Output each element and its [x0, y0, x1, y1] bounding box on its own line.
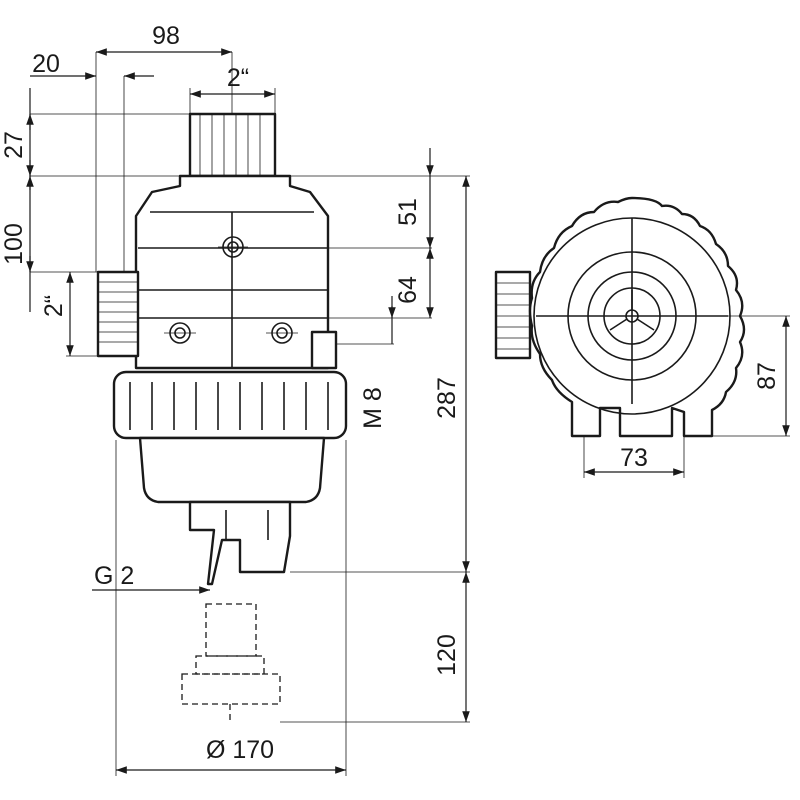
- drain-outlet: [188, 500, 292, 586]
- dim-64: 64: [394, 276, 422, 304]
- side-dimension-lines: [583, 315, 790, 478]
- dim-287: 287: [433, 377, 461, 419]
- dim-51: 51: [394, 198, 422, 226]
- m8-boss: [310, 330, 338, 370]
- dim-2-inch-top: 2“: [227, 64, 249, 92]
- optional-drain-valve: [181, 603, 281, 724]
- side-housing: [528, 196, 746, 438]
- mounting-screw: [218, 236, 248, 258]
- mounting-screw: [266, 322, 298, 344]
- mounting-screw: [164, 322, 196, 344]
- dim-73: 73: [620, 444, 648, 472]
- dim-98: 98: [152, 22, 180, 50]
- clamp-ring: [112, 370, 348, 440]
- dim-diameter-170: Ø 170: [206, 736, 274, 764]
- dim-100: 100: [0, 223, 28, 265]
- top-thread: [188, 112, 277, 178]
- dim-20: 20: [32, 50, 60, 78]
- top-thread-lines: [199, 114, 261, 176]
- dim-m8: M 8: [359, 387, 387, 429]
- dim-2-inch-side: 2“: [40, 295, 68, 317]
- filter-bowl: [138, 436, 326, 504]
- dimension-lines: [26, 48, 470, 776]
- dim-g2: G 2: [94, 562, 134, 590]
- dim-120: 120: [433, 634, 461, 676]
- front-view: [96, 112, 348, 724]
- side-thread: [96, 270, 140, 358]
- side-view: [494, 196, 746, 438]
- dim-27: 27: [0, 131, 28, 159]
- dim-87: 87: [753, 362, 781, 390]
